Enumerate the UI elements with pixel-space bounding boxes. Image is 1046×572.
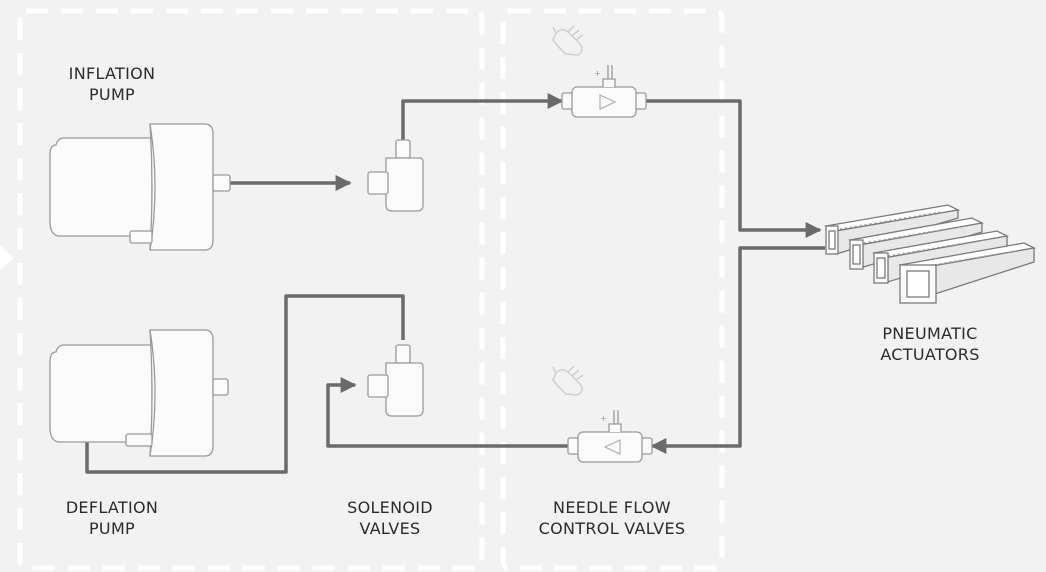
actuators-label-line1: PNEUMATIC	[882, 324, 978, 343]
pumps-solenoid-boundary	[17, 8, 485, 571]
needle-valve-top: +	[552, 25, 647, 118]
actuators-label-line2: ACTUATORS	[880, 345, 980, 364]
inflation-pump-label-line1: INFLATION	[68, 64, 156, 83]
pipes	[85, 93, 825, 474]
needle-valves-label-line1: NEEDLE FLOW	[553, 498, 671, 517]
needle-valves-label: NEEDLE FLOW CONTROL VALVES	[522, 497, 702, 539]
hand-icon	[552, 25, 584, 56]
pneumatic-actuators	[823, 204, 1037, 304]
pipe-solenoid-to-needle-top	[401, 93, 564, 140]
inflation-pump	[49, 123, 231, 251]
deflation-pump-label: DEFLATION PUMP	[62, 497, 162, 539]
actuator-4	[897, 242, 1037, 304]
deflation-pump	[49, 329, 229, 457]
hand-icon	[552, 365, 584, 396]
solenoid-valves-label-line1: SOLENOID	[347, 498, 433, 517]
pipe-needle-top-to-actuators	[646, 99, 822, 238]
inflation-pump-label: INFLATION PUMP	[62, 63, 162, 105]
inflation-pump-label-line2: PUMP	[88, 85, 135, 104]
deflation-pump-label-line2: PUMP	[88, 519, 135, 538]
reverse-triangle-icon	[603, 439, 621, 455]
needle-top-plus: +	[594, 69, 601, 78]
solenoid-valves-label: SOLENOID VALVES	[330, 497, 450, 539]
needle-valves-label-line2: CONTROL VALVES	[538, 519, 686, 538]
solenoid-valves-label-line2: VALVES	[359, 519, 421, 538]
pipe-actuators-to-needle-bottom	[650, 246, 825, 454]
pipe-needle-bottom-to-solenoid	[326, 377, 570, 448]
actuators-label: PNEUMATIC ACTUATORS	[860, 323, 1000, 365]
group-boundaries	[17, 8, 725, 571]
deflation-pump-label-line1: DEFLATION	[65, 498, 159, 517]
left-edge-pointer	[0, 245, 14, 271]
solenoid-valve-bottom	[367, 344, 424, 417]
needle-bottom-plus: +	[600, 414, 607, 423]
solenoid-valve-top	[367, 139, 424, 212]
needle-valve-bottom: +	[552, 365, 653, 463]
play-triangle-icon	[599, 94, 617, 110]
